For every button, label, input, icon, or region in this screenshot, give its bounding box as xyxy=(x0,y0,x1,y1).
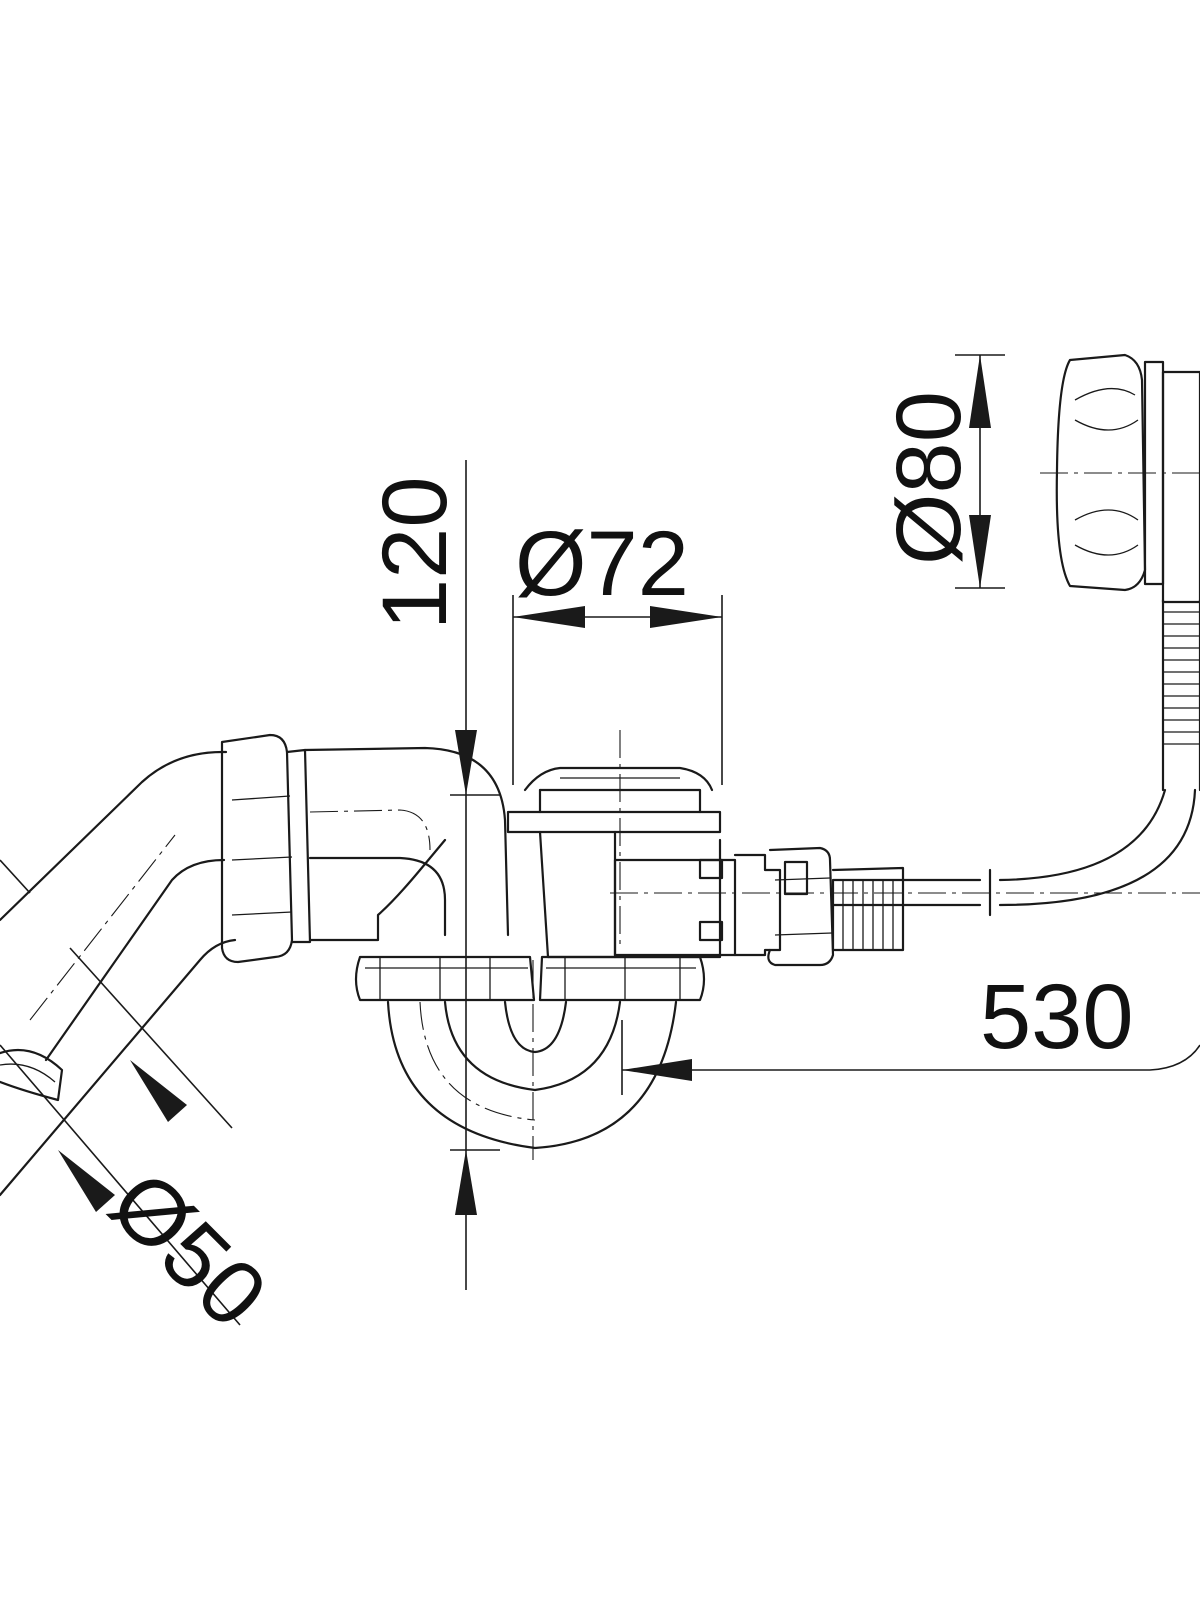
overflow-hose xyxy=(831,788,1197,917)
dimension-diameter-72: Ø72 xyxy=(512,513,723,785)
dimension-530: 530 xyxy=(621,966,1200,1095)
dimension-120-label: 120 xyxy=(364,477,466,631)
dimension-diameter-50: Ø50 xyxy=(0,859,286,1347)
overflow-connector xyxy=(613,846,835,967)
trap-u-bend xyxy=(386,960,678,1160)
dimension-diameter-80-label: Ø80 xyxy=(878,391,980,565)
left-union-nut xyxy=(220,733,312,964)
dimension-diameter-80: Ø80 xyxy=(878,354,1005,589)
overflow-corrugated-riser xyxy=(1161,598,1200,792)
trap-horizontal-pipe xyxy=(303,746,510,942)
dimension-diameter-50-label: Ø50 xyxy=(91,1152,286,1347)
outlet-elbow-pipe xyxy=(0,750,237,1197)
dimension-diameter-72-label: Ø72 xyxy=(515,513,689,615)
overflow-head xyxy=(1040,353,1200,604)
corrugated-hose-horizontal xyxy=(610,866,1200,952)
dimension-120: 120 xyxy=(364,460,500,1290)
trap-nuts xyxy=(354,955,706,1002)
dimension-530-label: 530 xyxy=(980,966,1134,1068)
